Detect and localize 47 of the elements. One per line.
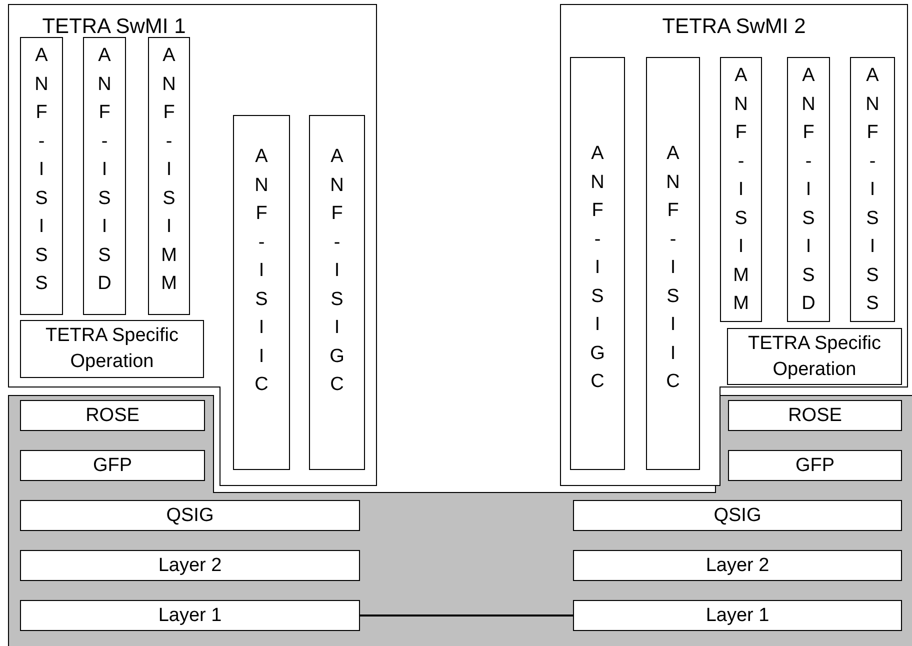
column-label: ANF-ISISD (96, 44, 112, 296)
box-label: TETRA Specific Operation (746, 332, 882, 382)
column-label: ANF-ISIIC (254, 145, 270, 397)
column-label: ANF-ISISS (864, 64, 880, 316)
protocol-column (148, 37, 190, 315)
protocol-box (728, 450, 902, 481)
protocol-box (573, 550, 902, 581)
box-label: Layer 2 (706, 554, 770, 578)
connection-line (360, 614, 573, 616)
protocol-column (570, 57, 625, 470)
box-label: Layer 2 (158, 554, 222, 578)
protocol-column (233, 115, 290, 470)
protocol-column (850, 57, 895, 322)
protocol-box (728, 400, 902, 431)
column-label: ANF-ISISS (34, 44, 50, 296)
protocol-box (20, 400, 205, 431)
protocol-box (727, 328, 902, 385)
box-label: QSIG (166, 504, 214, 528)
protocol-column (787, 57, 830, 322)
protocol-box (20, 450, 205, 481)
box-label: TETRA Specific Operation (44, 324, 180, 374)
system-title: TETRA SwMI 1 (42, 14, 186, 40)
protocol-box (20, 500, 360, 531)
column-label: ANF-ISIGC (589, 142, 606, 394)
column-label: ANF-ISISD (800, 64, 816, 316)
column-label: ANF-ISIMM (160, 44, 178, 296)
protocol-column (720, 57, 762, 322)
column-label: ANF-ISIMM (732, 64, 750, 316)
protocol-box (573, 500, 902, 531)
protocol-column (646, 57, 700, 470)
box-label: QSIG (714, 504, 762, 528)
box-label: Layer 1 (706, 604, 770, 628)
protocol-box (20, 550, 360, 581)
box-label: ROSE (86, 404, 140, 428)
protocol-column (309, 115, 365, 470)
protocol-box (573, 600, 902, 631)
box-label: GFP (795, 454, 835, 478)
protocol-box (20, 320, 204, 378)
box-label: ROSE (788, 404, 842, 428)
protocol-box (20, 600, 360, 631)
column-label: ANF-ISIIC (665, 142, 681, 394)
box-label: Layer 1 (158, 604, 222, 628)
protocol-column (20, 37, 63, 315)
column-label: ANF-ISIGC (328, 145, 346, 397)
protocol-column (83, 37, 126, 315)
box-label: GFP (92, 454, 132, 478)
system-title: TETRA SwMI 2 (662, 14, 806, 40)
